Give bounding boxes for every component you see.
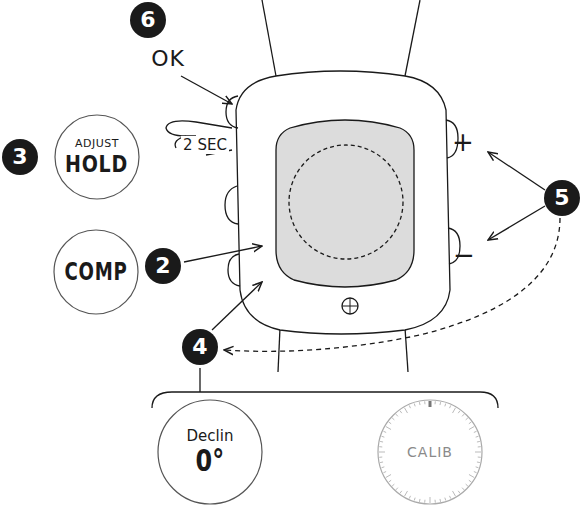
callout-number: 2 — [145, 248, 181, 284]
display-text: COMP — [64, 258, 127, 286]
display-text: HOLD — [65, 150, 128, 178]
callout-number: 4 — [182, 329, 218, 365]
display-text: 0° — [196, 445, 225, 477]
callout-number: 3 — [2, 139, 38, 175]
display-circle: Declin0° — [157, 399, 263, 505]
button-label: OK — [151, 46, 185, 71]
button-label: 2 SEC — [181, 136, 229, 154]
display-text: CALIB — [407, 444, 453, 460]
button-label: − — [453, 240, 475, 270]
display-circle: ADJUSTHOLD — [54, 114, 140, 200]
display-heading: Declin — [187, 427, 234, 445]
display-circle: COMP — [53, 229, 139, 315]
button-label: + — [452, 127, 474, 157]
callout-number: 6 — [130, 2, 166, 38]
display-circle: CALIB — [377, 399, 483, 505]
display-heading: ADJUST — [75, 137, 119, 150]
callout-number: 5 — [544, 180, 580, 216]
